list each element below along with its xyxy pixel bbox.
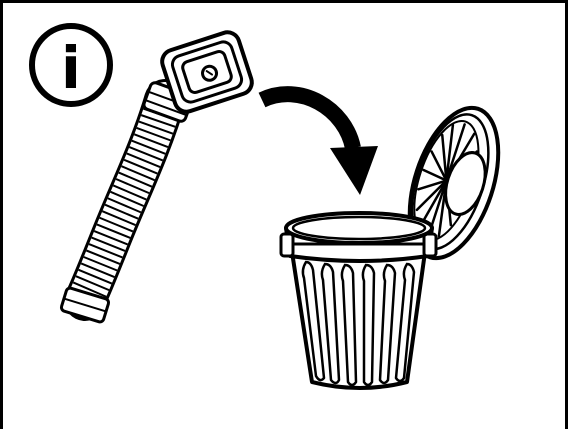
info-icon: i xyxy=(32,26,110,104)
trash-bin-icon xyxy=(281,97,515,388)
info-glyph: i xyxy=(61,34,81,102)
arrow-icon xyxy=(262,94,378,195)
